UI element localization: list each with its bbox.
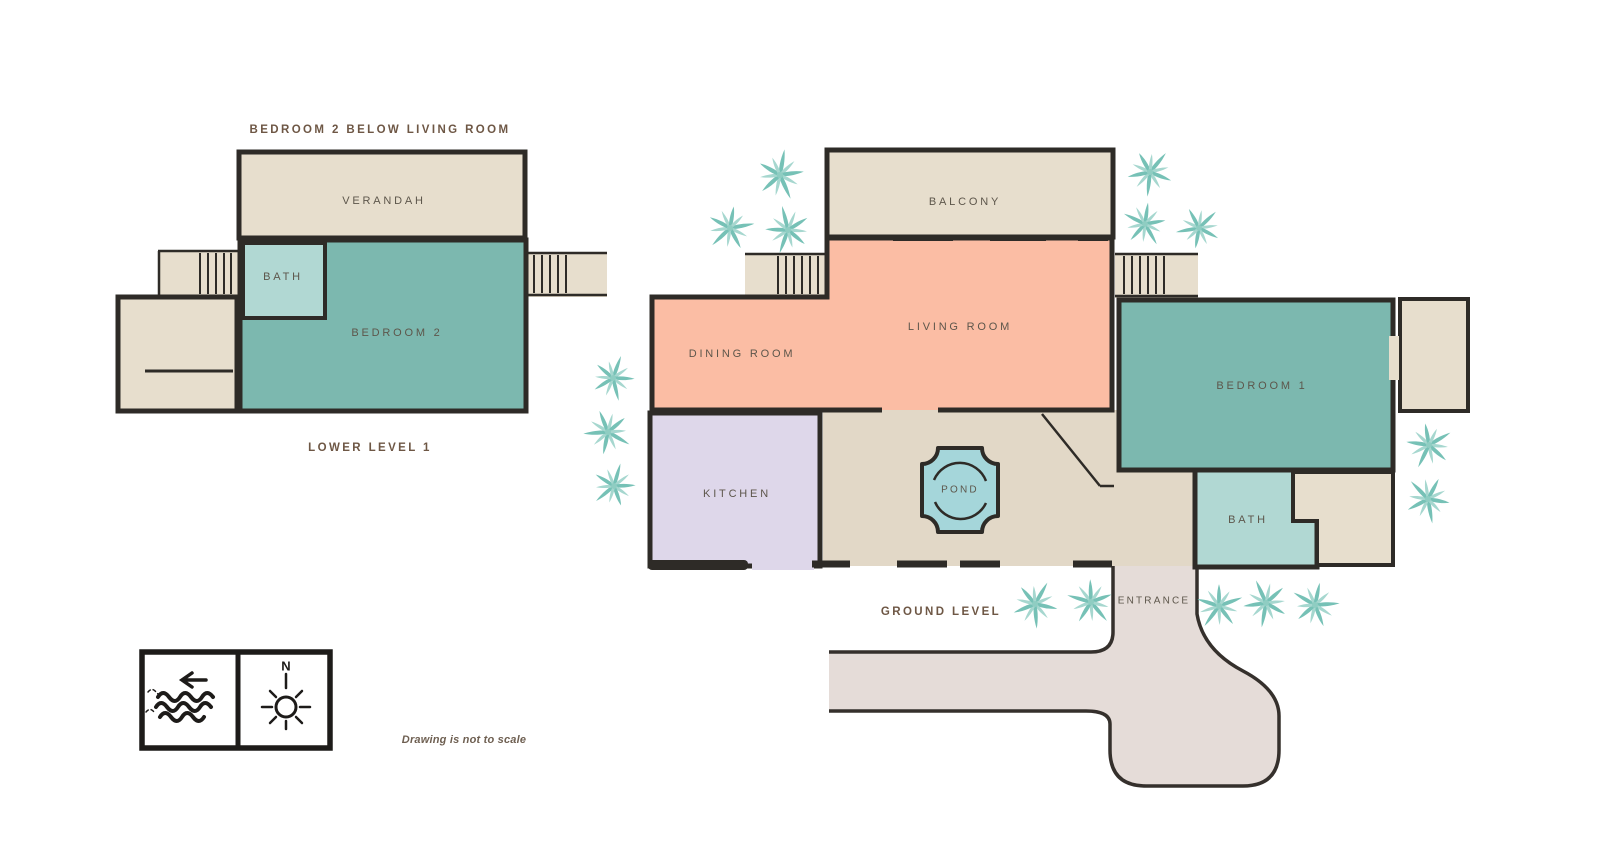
tree-icon [1172,203,1223,252]
bedroom2-label: BEDROOM 2 [351,327,443,339]
tree-icon [582,456,643,517]
living-room-label: LIVING ROOM [907,321,1013,333]
entrance-driveway-outline [829,562,1281,788]
scale-note: Drawing is not to scale [401,734,527,746]
tree-icon [705,202,759,254]
tree-icon [1283,573,1345,635]
stairs-right-lower [527,251,607,297]
living-dining-room-area [649,235,1115,413]
dining-room-label: DINING ROOM [688,348,796,360]
lower-left-wing [115,294,240,414]
balcony-room [824,147,1116,240]
tree-icon [1005,572,1067,634]
compass-icon [260,672,312,731]
tree-icon [758,202,816,261]
living-hall-opening-floor [882,410,938,416]
stairs-left-of-living [745,252,829,298]
bedroom1-label: BEDROOM 1 [1216,380,1308,392]
tree-icon [587,349,641,405]
pond-shape [920,446,1000,534]
balcony-label: BALCONY [928,196,1002,208]
bedroom1-closet-door-opening [1389,336,1399,380]
tree-icon [578,402,640,464]
pond-label: POND [941,484,979,496]
water-direction-icon [145,671,215,723]
tree-icon [754,145,808,202]
hall-diagonal-wall [1041,413,1114,488]
tree-icon [1399,414,1462,476]
legend-box [139,649,333,751]
tree-icon [1239,577,1291,632]
kitchen-bottom-gap [752,561,814,570]
bath1-room [241,241,327,320]
bath1-label: BATH [263,271,303,283]
kitchen-bottom-wall-blob [648,560,748,570]
kitchen-label: KITCHEN [703,488,771,500]
bedroom1-room [1116,297,1396,473]
tree-icon [1119,139,1183,203]
living-hall-opening [882,402,938,410]
bath2-step-area [1291,470,1395,567]
entrance-label: ENTRANCE [1117,595,1191,607]
tree-icon [1402,474,1454,528]
compass-north-label: N [281,658,291,674]
kitchen-room [647,410,823,569]
ground-level-caption: GROUND LEVEL [880,606,1002,618]
stairs-right-of-living [1115,252,1198,298]
bedroom1-closet [1398,297,1470,413]
stairs-left-lower [157,249,238,298]
lower-level-caption: LOWER LEVEL 1 [308,442,432,454]
lower-level-title: BEDROOM 2 BELOW LIVING ROOM [249,124,511,136]
tree-icon [1116,196,1175,255]
verandah-label: VERANDAH [342,195,426,207]
bath2-label: BATH [1228,514,1268,526]
entrance-driveway [829,560,1279,786]
